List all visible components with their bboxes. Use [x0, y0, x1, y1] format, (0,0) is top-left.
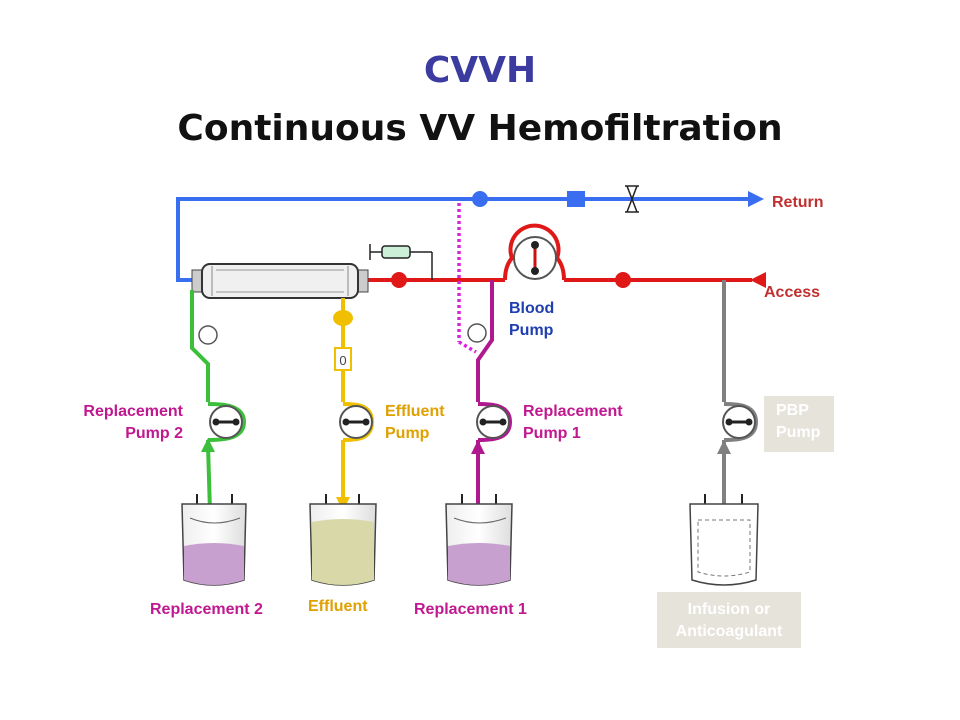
infusion-label-box	[657, 592, 801, 648]
return-pressure-port	[472, 191, 488, 207]
replacement-pump-1-icon	[476, 402, 513, 442]
pbp-pump-icon	[722, 402, 759, 442]
blood-pump-label-line2: Pump	[509, 322, 554, 339]
effluent-pump-label-line1: Effluent	[385, 403, 445, 420]
blood-pump-icon	[503, 223, 566, 281]
return-clamp-icon	[625, 185, 639, 213]
pbp-pump-label-line1: PBP	[776, 402, 809, 419]
diagram-title: CVVH	[423, 50, 537, 91]
access-line	[368, 272, 766, 288]
return-label: Return	[772, 194, 824, 211]
replacement-2-bag-icon	[181, 494, 247, 586]
replacement-pump-1-label-line1: Replacement	[523, 403, 623, 420]
pbp-pump-label-line2: Pump	[776, 424, 821, 441]
effluent-line: 0	[333, 298, 353, 511]
diagram-subtitle: Continuous VV Hemofiltration	[177, 108, 783, 149]
effluent-pump-icon	[339, 402, 375, 442]
replacement-2-line	[190, 290, 218, 513]
blood-leak-detector	[334, 347, 352, 371]
pbp-label-box	[764, 396, 834, 452]
syringe-icon	[369, 244, 433, 280]
infusion-label-line2: Anticoagulant	[676, 623, 783, 640]
replacement-1-line	[457, 203, 494, 512]
air-detector-icon	[567, 191, 585, 207]
pbp-line	[717, 280, 731, 512]
replacement-pump-2-label-line1: Replacement	[83, 403, 183, 420]
access-label: Access	[764, 284, 820, 301]
replacement-pump-2-label-line2: Pump 2	[125, 425, 183, 442]
pressure-indicator: 0	[339, 353, 346, 368]
access-pressure-port	[615, 272, 631, 288]
replacement-pump-1-label-line2: Pump 1	[523, 425, 581, 442]
infusion-bag-icon	[689, 494, 759, 586]
effluent-bag-icon	[309, 494, 377, 586]
replacement-1-label: Replacement 1	[414, 601, 527, 618]
replacement-pump-2-icon	[207, 402, 247, 442]
effluent-pump-label-line2: Pump	[385, 425, 430, 442]
replacement-1-bag-icon	[445, 494, 513, 586]
infusion-label-line1: Infusion or	[688, 601, 771, 618]
effluent-label: Effluent	[308, 598, 368, 615]
hemofilter-icon	[191, 263, 369, 299]
return-line	[176, 185, 764, 282]
filter-pressure-port	[391, 272, 407, 288]
replacement-2-label: Replacement 2	[150, 601, 263, 618]
blood-pump-label-line1: Blood	[509, 300, 554, 317]
